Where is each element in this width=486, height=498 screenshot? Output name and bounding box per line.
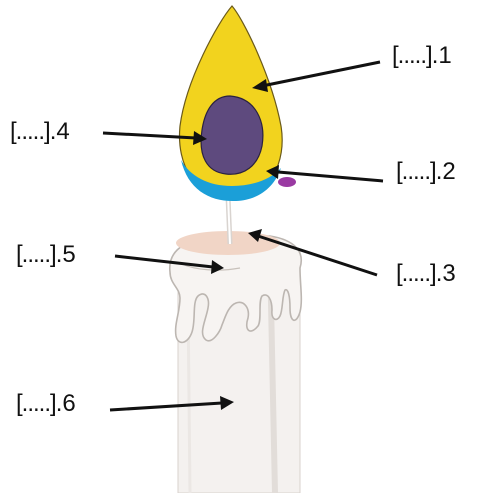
- label-1: [.....].1: [392, 44, 452, 68]
- label-4: [.....].4: [10, 120, 70, 144]
- label-3-number: .3: [436, 260, 456, 287]
- label-6-number: .6: [56, 390, 76, 417]
- label-2: [.....].2: [396, 160, 456, 184]
- wick-tip: [278, 177, 296, 187]
- label-1-blank: [.....]: [392, 42, 432, 69]
- label-2-number: .2: [436, 158, 456, 185]
- label-5-number: .5: [56, 241, 76, 268]
- label-4-number: .4: [50, 118, 70, 145]
- label-5: [.....].5: [16, 243, 76, 267]
- flame: [179, 6, 282, 201]
- label-4-blank: [.....]: [10, 118, 50, 145]
- label-6: [.....].6: [16, 392, 76, 416]
- label-5-blank: [.....]: [16, 241, 56, 268]
- label-1-number: .1: [432, 42, 452, 69]
- label-3-blank: [.....]: [396, 260, 436, 287]
- inner-flame: [201, 96, 263, 174]
- label-6-blank: [.....]: [16, 390, 56, 417]
- label-3: [.....].3: [396, 262, 456, 286]
- label-2-blank: [.....]: [396, 158, 436, 185]
